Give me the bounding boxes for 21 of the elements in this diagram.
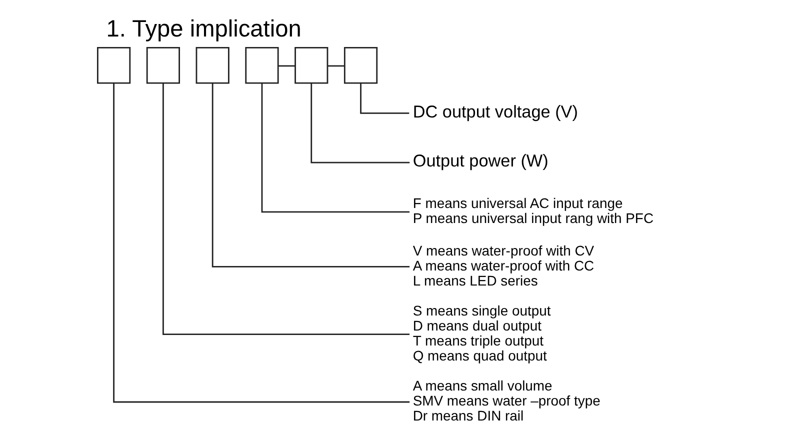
node-text: Output power (W) — [412, 150, 548, 170]
node-box — [343, 46, 378, 84]
node-text: A means small volume SMV means water –proof type Dr means DIN rail — [412, 377, 600, 424]
node-text: DC output voltage (V) — [412, 100, 578, 121]
node-text: F means universal AC input range P means universal input rang with PFC — [412, 194, 654, 226]
connector — [360, 82, 409, 114]
node-box — [146, 46, 180, 84]
node-text: V means water-proof with CV A means water-proof with CC L means LED series — [412, 242, 594, 288]
connector — [211, 82, 410, 267]
node-box — [195, 46, 229, 84]
connector — [162, 82, 409, 335]
connector — [278, 64, 294, 66]
connector — [310, 82, 410, 163]
diagram-title: 1. Type implication — [106, 16, 301, 42]
node-box — [294, 46, 328, 84]
node-text: S means single output D means dual output T means triple output Q means quad output — [412, 302, 550, 364]
connector — [327, 64, 344, 66]
node-box — [244, 46, 278, 84]
connector — [260, 82, 410, 212]
node-box — [96, 46, 130, 84]
connector — [112, 82, 410, 402]
